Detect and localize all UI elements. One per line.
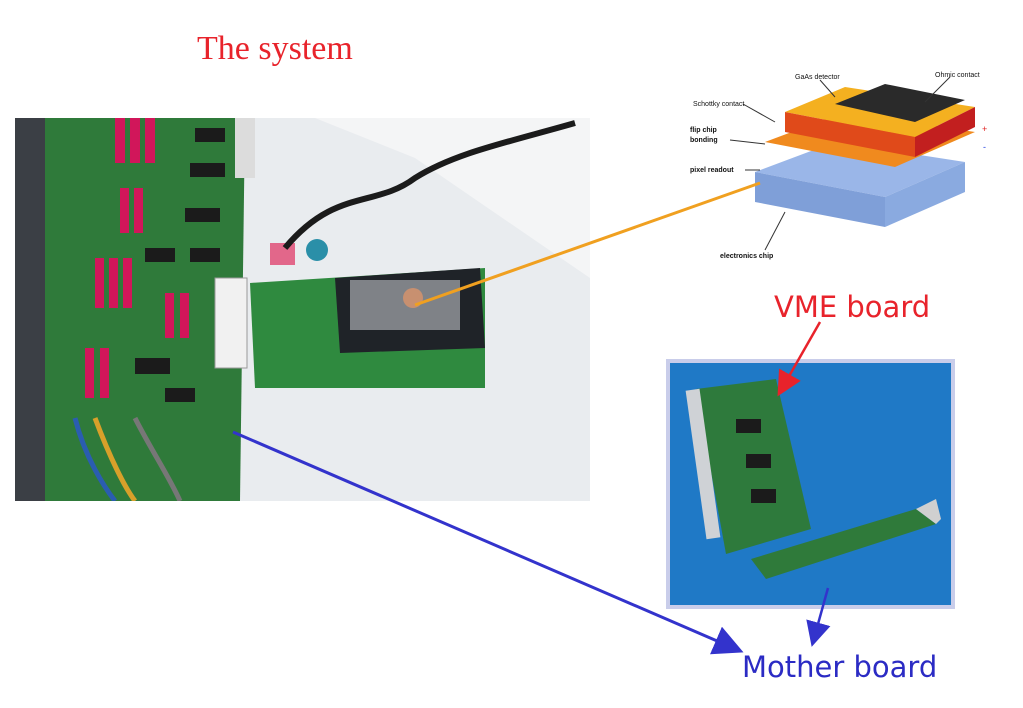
label-schottky: Schottky contact [693,101,744,108]
detector-diagram: GaAs detector Ohmic contact Schottky con… [685,62,1008,262]
vme-arrow [777,321,822,397]
vme-board-label: VME board [774,290,931,324]
vme-board-photo [666,359,955,609]
label-flip-chip: flip chip [690,127,717,134]
slide-title: The system [197,30,353,67]
label-pixel-readout: pixel readout [690,167,734,174]
plus-sign: + [982,124,987,134]
label-gaas: GaAs detector [795,74,840,81]
mother-board-label: Mother board [742,650,938,684]
orange-pointer-arrow [414,181,761,307]
label-bonding: bonding [690,137,718,144]
mother-arrow-right [806,587,831,647]
minus-sign: - [983,142,986,152]
label-electronics-chip: electronics chip [720,253,773,260]
system-photo [15,118,590,501]
mother-arrow-left [232,430,744,655]
label-ohmic: Ohmic contact [935,72,980,79]
